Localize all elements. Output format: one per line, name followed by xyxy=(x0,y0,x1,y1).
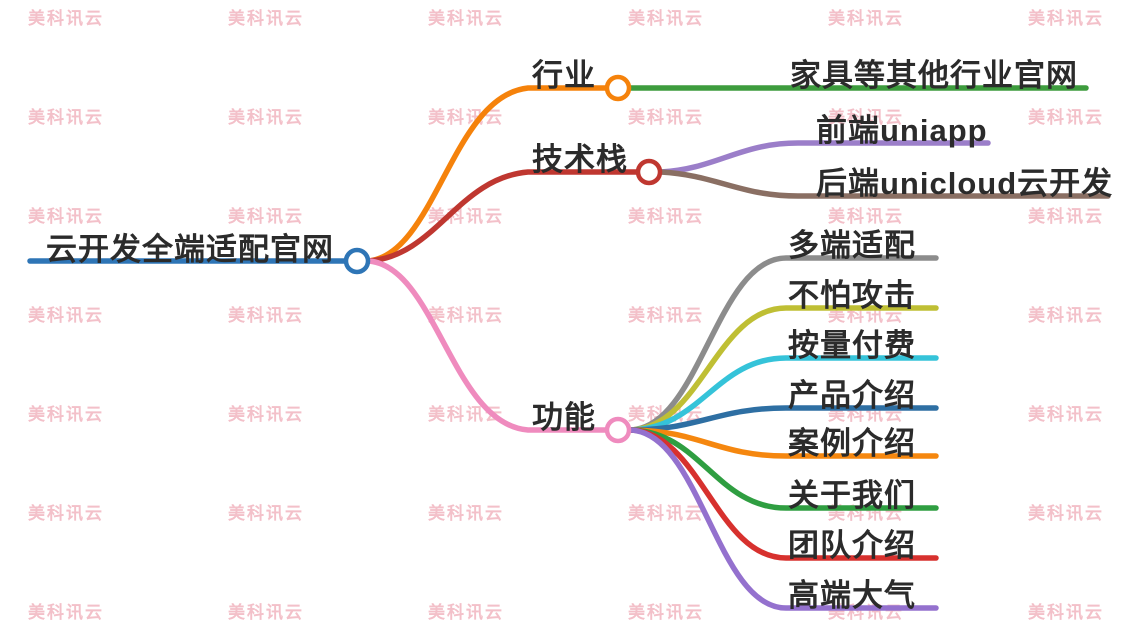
root-node-handle[interactable] xyxy=(343,247,371,275)
watermark-text: 美科讯云 xyxy=(228,405,304,424)
node-feature-about-us-label[interactable]: 关于我们 xyxy=(788,478,916,513)
watermark-text: 美科讯云 xyxy=(28,306,104,325)
watermark-text: 美科讯云 xyxy=(628,306,704,325)
node-industry-website-label[interactable]: 家具等其他行业官网 xyxy=(790,58,1078,93)
tech-stack-node-handle[interactable] xyxy=(635,158,663,186)
node-backend-label[interactable]: 后端unicloud云开发 xyxy=(816,166,1114,201)
node-feature-anti-attack-label[interactable]: 不怕攻击 xyxy=(788,278,916,313)
watermark-text: 美科讯云 xyxy=(828,207,904,226)
watermark-text: 美科讯云 xyxy=(28,504,104,523)
watermark-text: 美科讯云 xyxy=(1028,306,1104,325)
node-tech-stack-label[interactable]: 技术栈 xyxy=(532,142,628,177)
watermark-text: 美科讯云 xyxy=(428,9,504,28)
edge-backend xyxy=(658,169,1111,199)
watermark-text: 美科讯云 xyxy=(828,108,904,127)
watermark-text: 美科讯云 xyxy=(228,108,304,127)
watermark-text: 美科讯云 xyxy=(1028,9,1104,28)
watermark-text: 美科讯云 xyxy=(1028,108,1104,127)
industry-node-handle[interactable] xyxy=(604,74,632,102)
watermark-text: 美科讯云 xyxy=(228,9,304,28)
node-feature-product-intro-label[interactable]: 产品介绍 xyxy=(788,378,916,413)
watermark-text: 美科讯云 xyxy=(228,603,304,622)
watermark-text: 美科讯云 xyxy=(628,603,704,622)
watermark-text: 美科讯云 xyxy=(428,306,504,325)
node-feature-high-end-label[interactable]: 高端大气 xyxy=(788,578,916,613)
watermark-text: 美科讯云 xyxy=(628,9,704,28)
node-feature-multi-end-label[interactable]: 多端适配 xyxy=(788,228,916,263)
watermark-text: 美科讯云 xyxy=(428,405,504,424)
edge-feature-high-end xyxy=(626,427,939,611)
watermark-text: 美科讯云 xyxy=(1028,603,1104,622)
watermark-text: 美科讯云 xyxy=(428,504,504,523)
watermark-text: 美科讯云 xyxy=(28,9,104,28)
watermark-text: 美科讯云 xyxy=(28,108,104,127)
watermark-text: 美科讯云 xyxy=(28,207,104,226)
edge-industry xyxy=(366,85,609,264)
node-frontend-label[interactable]: 前端uniapp xyxy=(816,113,988,148)
watermark-text: 美科讯云 xyxy=(428,603,504,622)
node-feature-team-intro-label[interactable]: 团队介绍 xyxy=(788,528,916,563)
watermark-text: 美科讯云 xyxy=(628,108,704,127)
node-features-label[interactable]: 功能 xyxy=(532,400,596,435)
watermark-text: 美科讯云 xyxy=(228,306,304,325)
watermark-text: 美科讯云 xyxy=(1028,405,1104,424)
node-feature-case-intro-label[interactable]: 案例介绍 xyxy=(788,426,916,461)
watermark-text: 美科讯云 xyxy=(1028,207,1104,226)
watermark-text: 美科讯云 xyxy=(628,504,704,523)
watermark-text: 美科讯云 xyxy=(228,504,304,523)
node-industry-label[interactable]: 行业 xyxy=(532,58,596,93)
features-node-handle[interactable] xyxy=(604,416,632,444)
edge-frontend xyxy=(658,140,991,175)
watermark-text: 美科讯云 xyxy=(228,207,304,226)
node-feature-pay-per-use-label[interactable]: 按量付费 xyxy=(788,328,916,363)
watermark-text: 美科讯云 xyxy=(628,207,704,226)
watermark-text: 美科讯云 xyxy=(28,405,104,424)
watermark-text: 美科讯云 xyxy=(28,603,104,622)
node-root-label[interactable]: 云开发全端适配官网 xyxy=(46,232,334,267)
watermark-text: 美科讯云 xyxy=(828,9,904,28)
edge-features xyxy=(366,258,609,433)
watermark-text: 美科讯云 xyxy=(1028,504,1104,523)
edge-tech-stack xyxy=(366,169,640,264)
